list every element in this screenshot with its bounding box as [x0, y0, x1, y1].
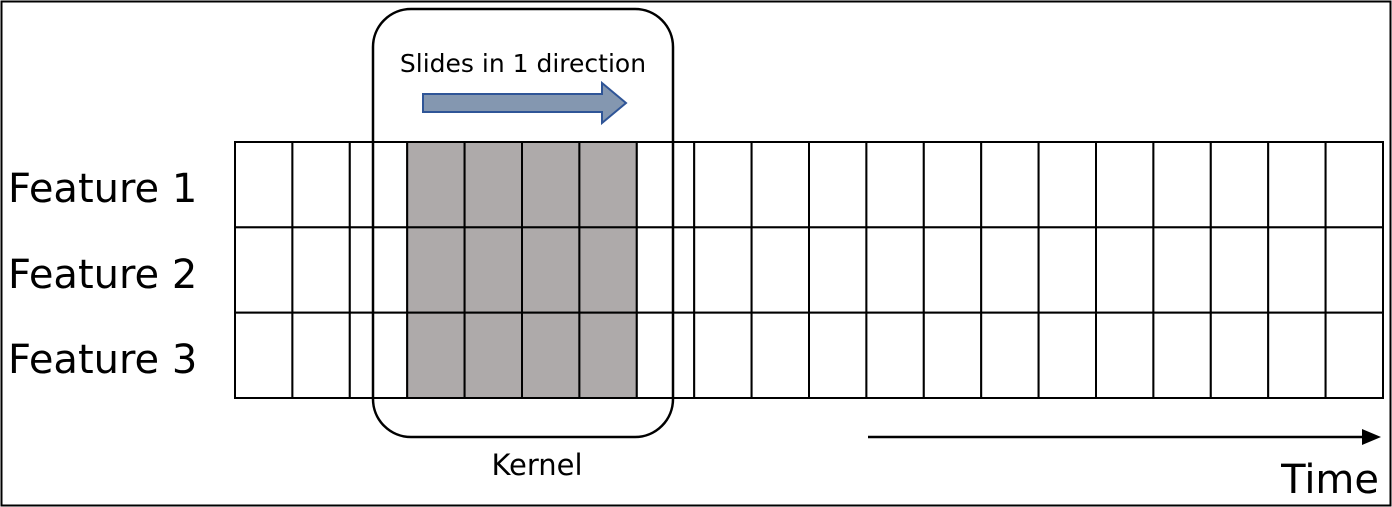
kernel-cell	[578, 141, 638, 229]
time-label: Time	[1280, 457, 1379, 503]
kernel-cell	[406, 226, 466, 314]
grid-cell	[234, 311, 294, 399]
grid-cell	[1209, 311, 1270, 399]
slide-direction-arrow-icon	[422, 80, 628, 126]
grid-cell	[291, 226, 351, 314]
grid-cell	[980, 226, 1040, 314]
grid-cell	[234, 141, 294, 229]
kernel-cell	[578, 226, 638, 314]
grid-cell	[348, 226, 409, 314]
grid-cell	[1267, 141, 1327, 229]
grid-cell	[1209, 141, 1270, 229]
kernel-outline	[371, 7, 675, 439]
feature-label-1: Feature 1	[8, 166, 197, 212]
grid-cell	[348, 141, 409, 229]
kernel-cell	[406, 141, 466, 229]
grid-cell	[1267, 226, 1327, 314]
grid-cell	[1095, 311, 1155, 399]
kernel-cell	[521, 311, 581, 399]
kernel-cell	[463, 226, 524, 314]
grid-cell	[980, 311, 1040, 399]
grid-cell	[980, 141, 1040, 229]
grid-cell	[922, 226, 983, 314]
grid-cell	[750, 141, 810, 229]
grid-cell	[635, 311, 696, 399]
grid-cell	[635, 141, 696, 229]
grid-cell	[348, 311, 409, 399]
grid-cell	[1037, 226, 1097, 314]
grid-cell	[1152, 141, 1212, 229]
grid-cell	[234, 226, 294, 314]
grid-cell	[1095, 141, 1155, 229]
kernel-cell	[521, 141, 581, 229]
grid-cell	[865, 311, 925, 399]
kernel-label: Kernel	[491, 448, 582, 482]
time-arrowhead-icon	[1362, 429, 1381, 445]
kernel-direction-label: Slides in 1 direction	[400, 49, 646, 78]
grid-cell	[750, 311, 810, 399]
grid-cell	[865, 226, 925, 314]
kernel-cell	[406, 311, 466, 399]
grid-cell	[750, 226, 810, 314]
grid-cell	[922, 311, 983, 399]
grid-cell	[693, 141, 753, 229]
grid-cell	[922, 141, 983, 229]
grid-cell	[635, 226, 696, 314]
feature-time-grid	[234, 141, 1384, 399]
grid-cell	[1037, 311, 1097, 399]
kernel-cell	[578, 311, 638, 399]
grid-cell	[693, 226, 753, 314]
grid-cell	[1324, 141, 1384, 229]
grid-cell	[1209, 226, 1270, 314]
kernel-cell	[463, 141, 524, 229]
grid-cell	[865, 141, 925, 229]
grid-cell	[291, 311, 351, 399]
kernel-cell	[463, 311, 524, 399]
grid-cell	[291, 141, 351, 229]
grid-cell	[1095, 226, 1155, 314]
grid-cell	[808, 141, 868, 229]
kernel-cell	[521, 226, 581, 314]
grid-cell	[1324, 311, 1384, 399]
grid-cell	[693, 311, 753, 399]
feature-label-2: Feature 2	[8, 252, 197, 298]
grid-cell	[1152, 226, 1212, 314]
grid-cell	[1324, 226, 1384, 314]
grid-cell	[1152, 311, 1212, 399]
grid-cell	[1267, 311, 1327, 399]
grid-cell	[808, 311, 868, 399]
grid-cell	[808, 226, 868, 314]
feature-label-3: Feature 3	[8, 337, 197, 383]
grid-cell	[1037, 141, 1097, 229]
